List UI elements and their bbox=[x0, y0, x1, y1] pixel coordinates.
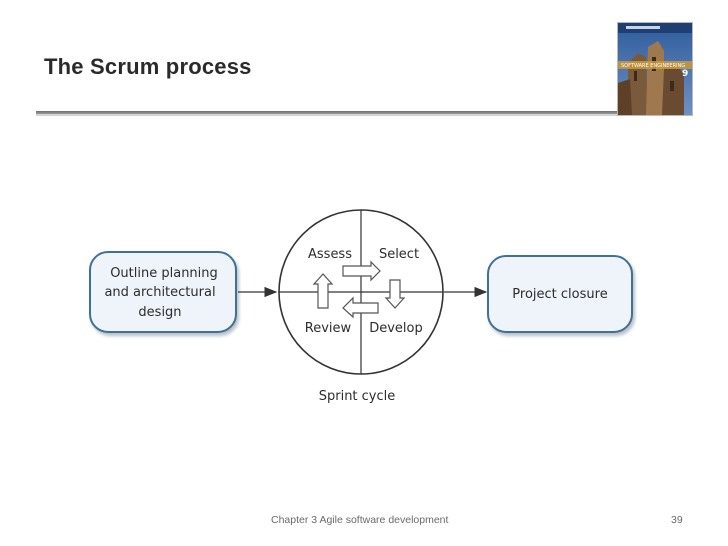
arrow-review-to-assess bbox=[312, 273, 334, 309]
sprint-cycle: Assess Select Review Develop bbox=[278, 209, 444, 375]
title-divider-shadow bbox=[36, 114, 618, 116]
quadrant-select: Select bbox=[379, 247, 419, 262]
book-cover-title: SOFTWARE ENGINEERING bbox=[621, 63, 685, 69]
page-number: 39 bbox=[671, 514, 683, 526]
outline-planning-line-1: Outline planning bbox=[110, 266, 218, 281]
footer-chapter-text: Chapter 3 Agile software development bbox=[271, 514, 449, 526]
project-closure-label: Project closure bbox=[512, 287, 607, 302]
book-cover-edition: 9 bbox=[682, 69, 688, 79]
outline-planning-box: Outline planning and architectural desig… bbox=[89, 251, 237, 333]
quadrant-develop: Develop bbox=[369, 321, 423, 336]
outline-planning-line-3: design bbox=[138, 305, 181, 320]
slide-footer: Chapter 3 Agile software development 39 bbox=[0, 514, 728, 528]
slide-title: The Scrum process bbox=[44, 54, 252, 79]
arrow-develop-to-review bbox=[342, 296, 379, 319]
quadrant-review: Review bbox=[305, 321, 352, 336]
quadrant-assess: Assess bbox=[308, 247, 352, 262]
project-closure-box: Project closure bbox=[487, 255, 633, 333]
sprint-cycle-caption: Sprint cycle bbox=[319, 389, 396, 404]
arrow-select-to-develop bbox=[384, 279, 406, 309]
outline-planning-line-2: and architectural bbox=[104, 285, 215, 300]
book-cover-image: SOFTWARE ENGINEERING 9 bbox=[617, 22, 693, 116]
arrow-assess-to-select bbox=[342, 260, 381, 282]
title-divider bbox=[36, 111, 618, 114]
